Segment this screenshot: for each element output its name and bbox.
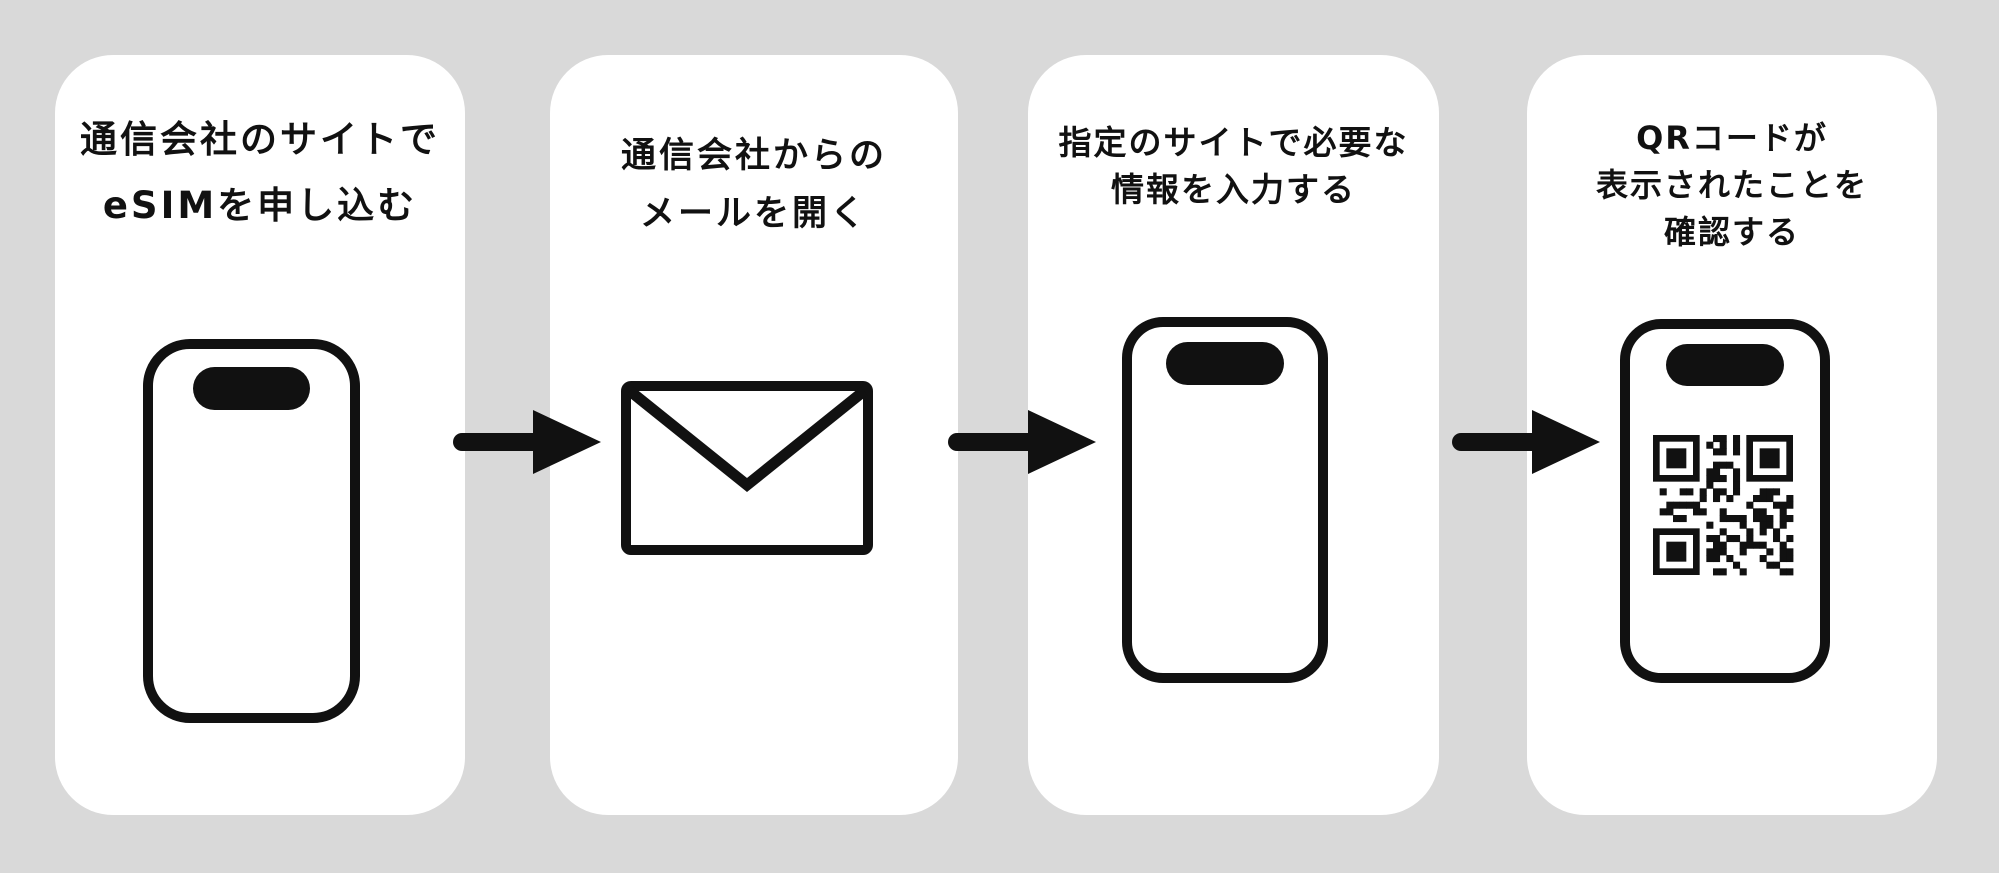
envelope-icon xyxy=(621,381,873,555)
qr-code-icon xyxy=(1653,435,1794,576)
step-4-text-line-3: 確認する xyxy=(1663,213,1800,251)
step-3-text-line-2: 情報を入力する xyxy=(1111,170,1356,209)
step-4-caption: QRコードが 表示されたことを 確認する xyxy=(1527,55,1937,256)
step-1-text-line-1: 通信会社のサイトで xyxy=(80,118,440,161)
arrow-right-icon xyxy=(453,410,601,474)
step-4-text-line-2: 表示されたことを xyxy=(1595,166,1868,204)
smartphone-qr-icon xyxy=(1620,319,1830,683)
dynamic-island-pill xyxy=(1166,342,1284,385)
step-card-2: 通信会社からの メールを開く xyxy=(550,55,958,815)
step-1-text-line-2: eSIMを申し込む xyxy=(102,184,418,227)
step-2-text-line-1: 通信会社からの xyxy=(620,136,887,176)
step-1-caption: 通信会社のサイトで eSIMを申し込む xyxy=(55,55,465,239)
arrow-right-icon xyxy=(1452,410,1600,474)
dynamic-island-pill xyxy=(193,367,310,410)
step-3-caption: 指定のサイトで必要な 情報を入力する xyxy=(1028,55,1439,213)
step-3-text-line-1: 指定のサイトで必要な xyxy=(1058,123,1409,162)
step-2-text-line-2: メールを開く xyxy=(639,194,868,234)
arrow-right-icon xyxy=(948,410,1096,474)
smartphone-icon xyxy=(1122,317,1328,683)
step-2-caption: 通信会社からの メールを開く xyxy=(550,55,958,243)
step-4-text-line-1: QRコードが xyxy=(1636,119,1828,157)
smartphone-icon xyxy=(143,339,360,723)
dynamic-island-pill xyxy=(1666,344,1784,386)
